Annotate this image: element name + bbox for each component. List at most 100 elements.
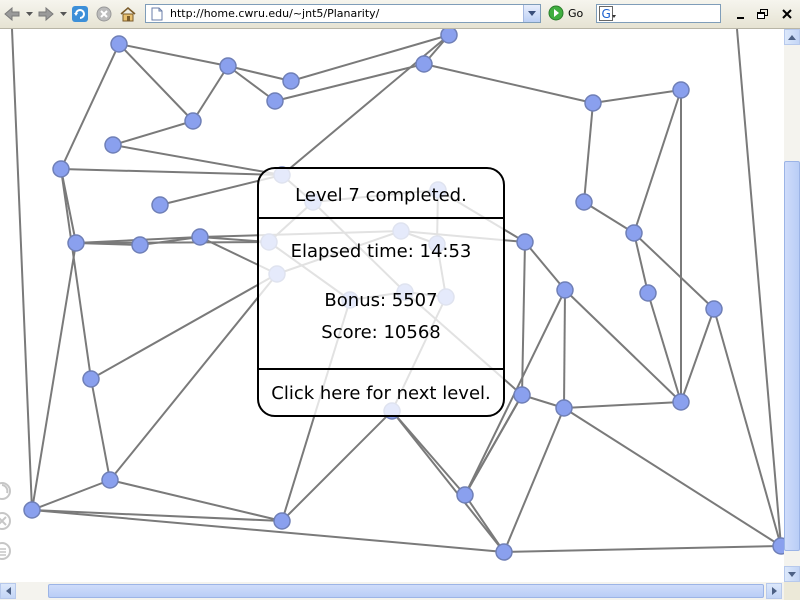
stop-button[interactable]	[94, 4, 114, 24]
graph-node[interactable]	[495, 543, 513, 561]
graph-edge	[281, 410, 393, 522]
home-button[interactable]	[118, 4, 138, 24]
close-icon[interactable]	[0, 511, 12, 531]
graph-node[interactable]	[110, 35, 128, 53]
graph-node[interactable]	[556, 281, 574, 299]
close-button[interactable]	[779, 7, 795, 21]
graph-node[interactable]	[273, 512, 291, 530]
graph-edge	[583, 102, 594, 203]
graph-node[interactable]	[101, 471, 119, 489]
graph-edge	[75, 241, 270, 244]
graph-edge	[31, 242, 77, 511]
reload-button[interactable]	[70, 4, 90, 24]
next-level-button[interactable]: Click here for next level.	[271, 383, 491, 404]
vertical-scrollbar[interactable]	[784, 29, 800, 582]
graph-node[interactable]	[131, 236, 149, 254]
chevron-left-icon	[5, 587, 11, 595]
graph-node[interactable]	[672, 393, 690, 411]
forward-button[interactable]	[36, 4, 56, 24]
graph-edge	[503, 407, 565, 553]
graph-edge	[563, 401, 682, 409]
graph-edge	[192, 65, 229, 122]
graph-node[interactable]	[705, 300, 723, 318]
home-icon	[120, 6, 136, 22]
svg-text:G: G	[602, 7, 611, 21]
graph-node[interactable]	[639, 284, 657, 302]
graph-node[interactable]	[625, 224, 643, 242]
address-bar[interactable]: http://home.cwru.edu/~jnt5/Planarity/	[145, 4, 541, 23]
graph-node[interactable]	[104, 136, 122, 154]
horizontal-scroll-thumb[interactable]	[48, 584, 764, 598]
graph-node[interactable]	[67, 234, 85, 252]
graph-edge	[633, 232, 715, 310]
restore-icon	[757, 8, 768, 19]
page-icon	[151, 7, 163, 21]
graph-edge	[592, 89, 682, 104]
horizontal-scrollbar[interactable]	[0, 582, 784, 600]
restore-button[interactable]	[755, 7, 771, 21]
page-viewport: Level 7 completed. Elapsed time: 14:53 B…	[0, 29, 784, 582]
address-dropdown-button[interactable]	[523, 5, 540, 22]
graph-node[interactable]	[516, 233, 534, 251]
chevron-down-icon	[59, 11, 67, 16]
scroll-left-button[interactable]	[0, 583, 16, 599]
graph-edge	[633, 89, 682, 234]
graph-node[interactable]	[52, 160, 70, 178]
graph-node[interactable]	[266, 92, 284, 110]
scroll-right-button[interactable]	[766, 583, 782, 599]
search-engine-icon[interactable]: G	[599, 6, 617, 21]
graph-edge	[60, 168, 283, 176]
scroll-up-button[interactable]	[784, 29, 800, 45]
list-icon[interactable]	[0, 541, 12, 561]
graph-node[interactable]	[513, 386, 531, 404]
go-label: Go	[568, 6, 584, 20]
graph-edge	[31, 509, 505, 553]
vertical-scroll-thumb[interactable]	[784, 161, 800, 551]
graph-node[interactable]	[772, 537, 784, 555]
stop-icon	[96, 6, 112, 22]
go-arrow-icon	[548, 5, 564, 21]
graph-edge	[564, 289, 682, 403]
forward-dropdown[interactable]	[58, 7, 68, 21]
graph-edge	[60, 43, 120, 170]
back-button[interactable]	[2, 4, 22, 24]
graph-node[interactable]	[82, 370, 100, 388]
graph-node[interactable]	[23, 501, 41, 519]
graph-node[interactable]	[282, 72, 300, 90]
graph-edge	[60, 168, 77, 244]
elapsed-time: Elapsed time: 14:53	[290, 241, 472, 262]
graph-node[interactable]	[151, 196, 169, 214]
dialog-divider	[259, 217, 503, 219]
graph-edge	[109, 479, 283, 522]
graph-edge	[31, 509, 283, 522]
graph-node[interactable]	[184, 112, 202, 130]
graph-edge	[464, 394, 523, 496]
graph-node[interactable]	[219, 57, 237, 75]
graph-node[interactable]	[575, 193, 593, 211]
graph-edge	[11, 29, 33, 511]
graph-node[interactable]	[555, 399, 573, 417]
graph-node[interactable]	[415, 55, 433, 73]
url-text: http://home.cwru.edu/~jnt5/Planarity/	[170, 7, 380, 20]
chevron-down-icon	[25, 11, 33, 16]
rotate-icon[interactable]	[0, 481, 12, 501]
graph-node[interactable]	[672, 81, 690, 99]
bonus-score: Bonus: 5507	[324, 290, 438, 311]
graph-edge	[290, 34, 450, 82]
graph-edge	[227, 65, 292, 82]
graph-edge	[109, 273, 278, 481]
back-dropdown[interactable]	[24, 7, 34, 21]
graph-node[interactable]	[456, 486, 474, 504]
graph-node[interactable]	[584, 94, 602, 112]
level-complete-title: Level 7 completed.	[295, 185, 467, 206]
graph-edge	[713, 308, 782, 547]
graph-node[interactable]	[440, 29, 458, 44]
graph-edge	[521, 241, 526, 396]
search-input[interactable]: G	[596, 4, 721, 23]
graph-node[interactable]	[191, 228, 209, 246]
graph-edge	[274, 63, 425, 102]
minimize-button[interactable]	[733, 7, 749, 21]
go-button[interactable]: Go	[548, 5, 583, 21]
scroll-down-button[interactable]	[784, 566, 800, 582]
chevron-right-icon	[771, 587, 777, 595]
